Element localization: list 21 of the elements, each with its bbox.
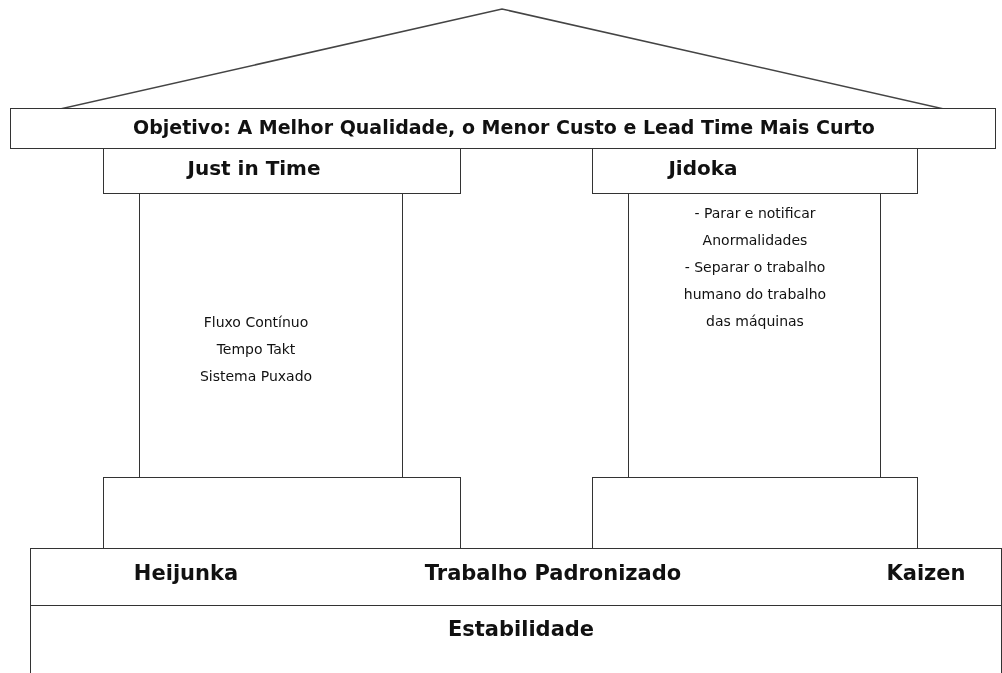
heading-text: Jidoka <box>668 158 738 178</box>
label-box <box>10 108 996 149</box>
label-box <box>592 148 918 194</box>
panel-box <box>30 548 1002 606</box>
heading-text: Estabilidade <box>447 619 595 639</box>
item-text: - Parar e notificar Anormalidades <box>693 204 817 250</box>
panel-box <box>139 193 403 478</box>
heading-text: Objetivo: A Melhor Qualidade, o Menor Custo e Lead Time Mais Curto <box>133 117 875 137</box>
heading-text: Kaizen <box>886 563 966 583</box>
label-box <box>30 605 1002 673</box>
label-box <box>103 148 461 194</box>
item-text: Fluxo Contínuo <box>203 313 309 332</box>
heading-text: Just in Time <box>187 158 321 178</box>
empty-box <box>103 477 461 549</box>
empty-box <box>592 477 918 549</box>
heading-text: Trabalho Padronizado <box>424 563 682 583</box>
item-text: - Separar o trabalho humano do trabalho das máquinas <box>682 258 828 331</box>
heading-text: Heijunka <box>133 563 239 583</box>
item-text: Sistema Puxado <box>199 367 313 386</box>
item-text: Tempo Takt <box>216 340 296 359</box>
panel-box <box>628 193 881 478</box>
